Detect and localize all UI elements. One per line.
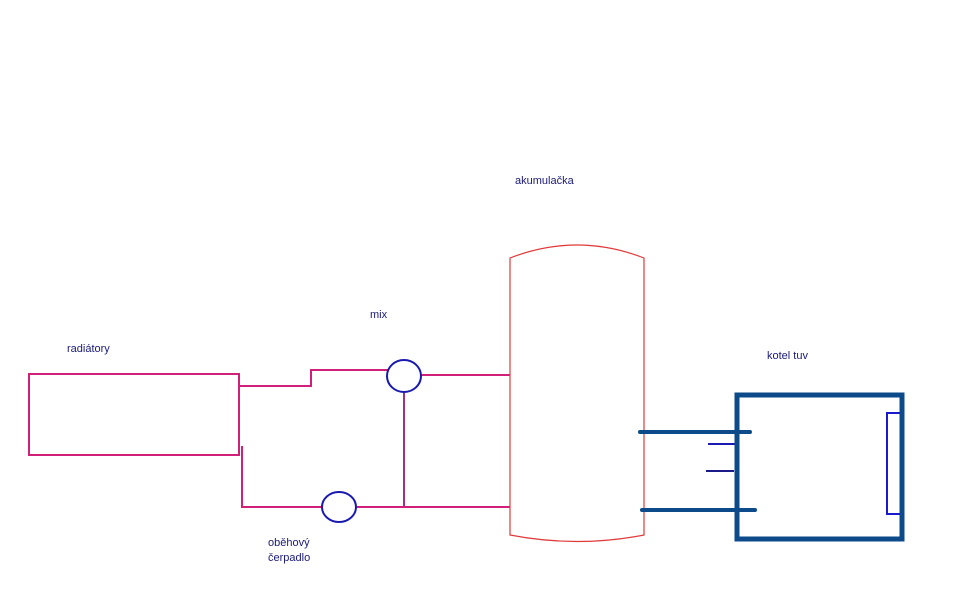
pump-label-line2: čerpadlo: [268, 552, 311, 564]
radiators-label: radiátory: [67, 343, 110, 355]
accumulator-label: akumulačka: [515, 175, 574, 187]
pump-icon: [321, 491, 357, 523]
pump-label-line1: oběhový: [268, 537, 310, 549]
boiler-heating-element: [886, 412, 900, 515]
supply-pipe: [239, 369, 388, 387]
accumulator-tank: [509, 244, 645, 543]
mix-label: mix: [370, 309, 388, 321]
radiator-box: [28, 373, 240, 456]
mix-valve-icon: [386, 359, 422, 393]
return-pipe: [241, 446, 323, 508]
boiler-box: [734, 392, 905, 542]
boiler-label: kotel tuv: [767, 350, 808, 362]
